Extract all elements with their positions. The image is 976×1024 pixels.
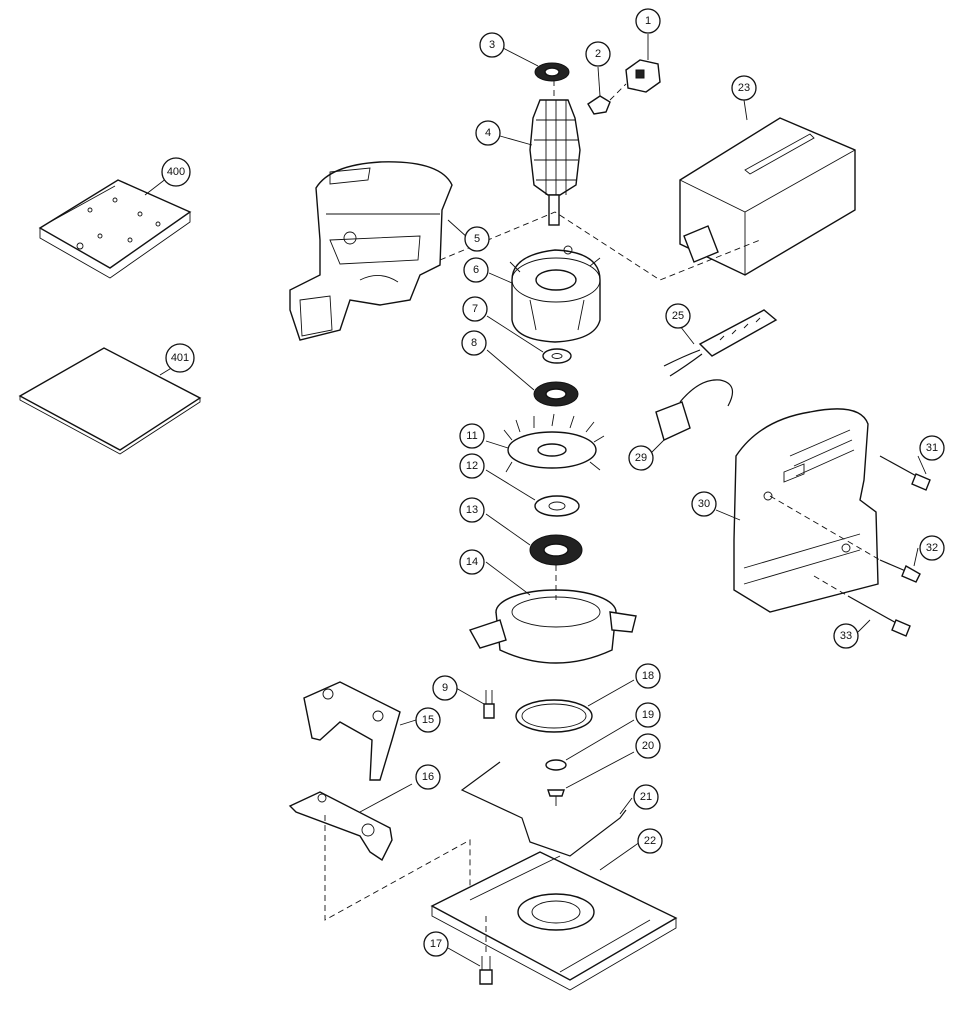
callout-2-label: 2: [595, 48, 601, 60]
part-29-switch: [651, 379, 734, 453]
callout-25: 25: [665, 303, 691, 329]
callout-6-label: 6: [473, 264, 479, 276]
part-31-screw: [879, 455, 931, 491]
callout-15-label: 15: [422, 714, 434, 726]
callout-23: 23: [731, 75, 757, 101]
callout-32-label: 32: [926, 542, 938, 554]
part-33-screw: [813, 575, 911, 637]
callout-17-label: 17: [430, 938, 442, 950]
part-14-bearing-housing: [468, 561, 637, 664]
callout-14: 14: [459, 549, 485, 575]
callout-21: 21: [633, 784, 659, 810]
callout-15: 15: [415, 707, 441, 733]
callout-3-label: 3: [489, 39, 495, 51]
part-7-washer: [486, 315, 572, 364]
callout-20-label: 20: [642, 740, 654, 752]
callout-9-label: 9: [442, 682, 448, 694]
callout-9: 9: [432, 675, 458, 701]
part-21-spring: [460, 761, 633, 857]
callout-13-label: 13: [466, 504, 478, 516]
callout-401-label: 401: [171, 352, 189, 364]
callout-23-label: 23: [738, 82, 750, 94]
callout-4: 4: [475, 120, 501, 146]
callout-401: 401: [165, 343, 195, 373]
part-12-washer: [485, 469, 580, 517]
part-8-bearing: [486, 349, 579, 407]
part-32-screw: [769, 495, 921, 583]
callout-25-label: 25: [672, 310, 684, 322]
callout-31: 31: [919, 435, 945, 461]
callout-22-label: 22: [644, 835, 656, 847]
callout-12: 12: [459, 453, 485, 479]
callout-19-label: 19: [642, 709, 654, 721]
callout-8-label: 8: [471, 337, 477, 349]
callout-6: 6: [463, 257, 489, 283]
callout-14-label: 14: [466, 556, 478, 568]
part-18-ring: [515, 679, 635, 733]
callout-1: 1: [635, 8, 661, 34]
callout-21-label: 21: [640, 791, 652, 803]
callout-31-label: 31: [926, 442, 938, 454]
callout-22: 22: [637, 828, 663, 854]
callout-8: 8: [461, 330, 487, 356]
callout-11: 11: [459, 423, 485, 449]
callout-12-label: 12: [466, 460, 478, 472]
part-15-bracket: [303, 681, 417, 781]
part-17-screw: [447, 916, 493, 985]
callout-7-label: 7: [472, 303, 478, 315]
part-400-plate: [38, 177, 192, 279]
callout-5-label: 5: [474, 233, 480, 245]
callout-16-label: 16: [422, 771, 434, 783]
part-23-box: [439, 99, 856, 281]
callout-18: 18: [635, 663, 661, 689]
callout-5: 5: [464, 226, 490, 252]
callout-30-label: 30: [698, 498, 710, 510]
callout-32: 32: [919, 535, 945, 561]
part-13-bearing: [485, 513, 583, 566]
callout-7: 7: [462, 296, 488, 322]
callout-400-label: 400: [167, 166, 185, 178]
callout-16: 16: [415, 764, 441, 790]
part-19-washer: [545, 719, 635, 771]
callout-13: 13: [459, 497, 485, 523]
part-11-fan: [485, 413, 605, 473]
part-16-lever: [288, 783, 471, 921]
part-5-housing-left: [289, 161, 469, 341]
callout-29: 29: [628, 445, 654, 471]
callout-33-label: 33: [840, 630, 852, 642]
part-22-base: [430, 841, 678, 991]
callout-29-label: 29: [635, 452, 647, 464]
callout-33: 33: [833, 623, 859, 649]
callout-400: 400: [161, 157, 191, 187]
callout-1-label: 1: [645, 15, 651, 27]
part-4-armature: [499, 80, 581, 226]
part-401-sheet: [18, 347, 202, 455]
part-3-bearing: [502, 47, 570, 82]
part-2-brush: [587, 66, 627, 115]
part-30-housing-right: [715, 408, 879, 613]
part-20-screw: [547, 751, 635, 806]
callout-2: 2: [585, 41, 611, 67]
part-25-cord-guard: [663, 309, 778, 377]
part-6-stator: [488, 245, 601, 343]
part-9-screw: [455, 687, 495, 719]
callout-18-label: 18: [642, 670, 654, 682]
callout-17: 17: [423, 931, 449, 957]
part-1-brush-holder: [625, 34, 661, 93]
callout-4-label: 4: [485, 127, 491, 139]
callout-20: 20: [635, 733, 661, 759]
callout-19: 19: [635, 702, 661, 728]
callout-11-label: 11: [466, 430, 477, 442]
callout-30: 30: [691, 491, 717, 517]
callout-3: 3: [479, 32, 505, 58]
